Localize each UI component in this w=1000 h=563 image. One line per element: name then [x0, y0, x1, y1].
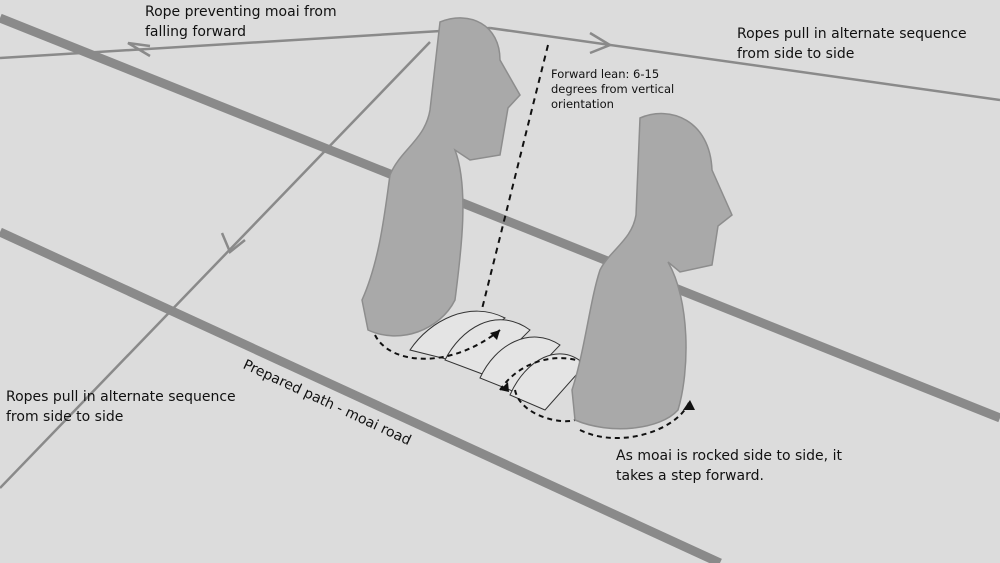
- label-line: As moai is rocked side to side, it: [616, 448, 842, 464]
- arrowheads: [490, 330, 695, 410]
- rope-back: [0, 26, 491, 60]
- rope-back-arrow: [127, 41, 151, 58]
- label-line: orientation: [551, 97, 614, 111]
- rope-left-arrow: [220, 232, 246, 255]
- road-edges: [0, 13, 1000, 563]
- rope-right-arrow: [589, 31, 613, 55]
- label-line: from side to side: [6, 409, 124, 425]
- label-ropes-right: Ropes pull in alternate sequence from si…: [737, 24, 967, 64]
- label-line: Ropes pull in alternate sequence: [6, 389, 236, 405]
- label-line: degrees from vertical: [551, 82, 675, 96]
- ropes: [0, 26, 1000, 489]
- rope-left: [0, 41, 431, 489]
- label-line: from side to side: [737, 46, 855, 62]
- footstep-path: [409, 310, 586, 411]
- rope-right: [489, 26, 1000, 102]
- road-edge-lower: [0, 227, 722, 563]
- label-line: takes a step forward.: [616, 468, 764, 484]
- label-line: Ropes pull in alternate sequence: [737, 26, 967, 42]
- label-line: Forward lean: 6-15: [551, 67, 660, 81]
- moai-statue-front: [571, 112, 733, 430]
- road-edge-upper: [0, 13, 1000, 423]
- moai-statue-back: [361, 17, 521, 337]
- label-ropes-left: Ropes pull in alternate sequence from si…: [6, 387, 236, 427]
- label-step-forward: As moai is rocked side to side, it takes…: [616, 446, 842, 486]
- label-rope-forward: Rope preventing moai from falling forwar…: [145, 2, 337, 42]
- label-line: Rope preventing moai from: [145, 4, 337, 20]
- label-forward-lean: Forward lean: 6-15 degrees from vertical…: [551, 67, 674, 112]
- lean-dashed-line: [477, 44, 549, 326]
- label-line: falling forward: [145, 24, 247, 40]
